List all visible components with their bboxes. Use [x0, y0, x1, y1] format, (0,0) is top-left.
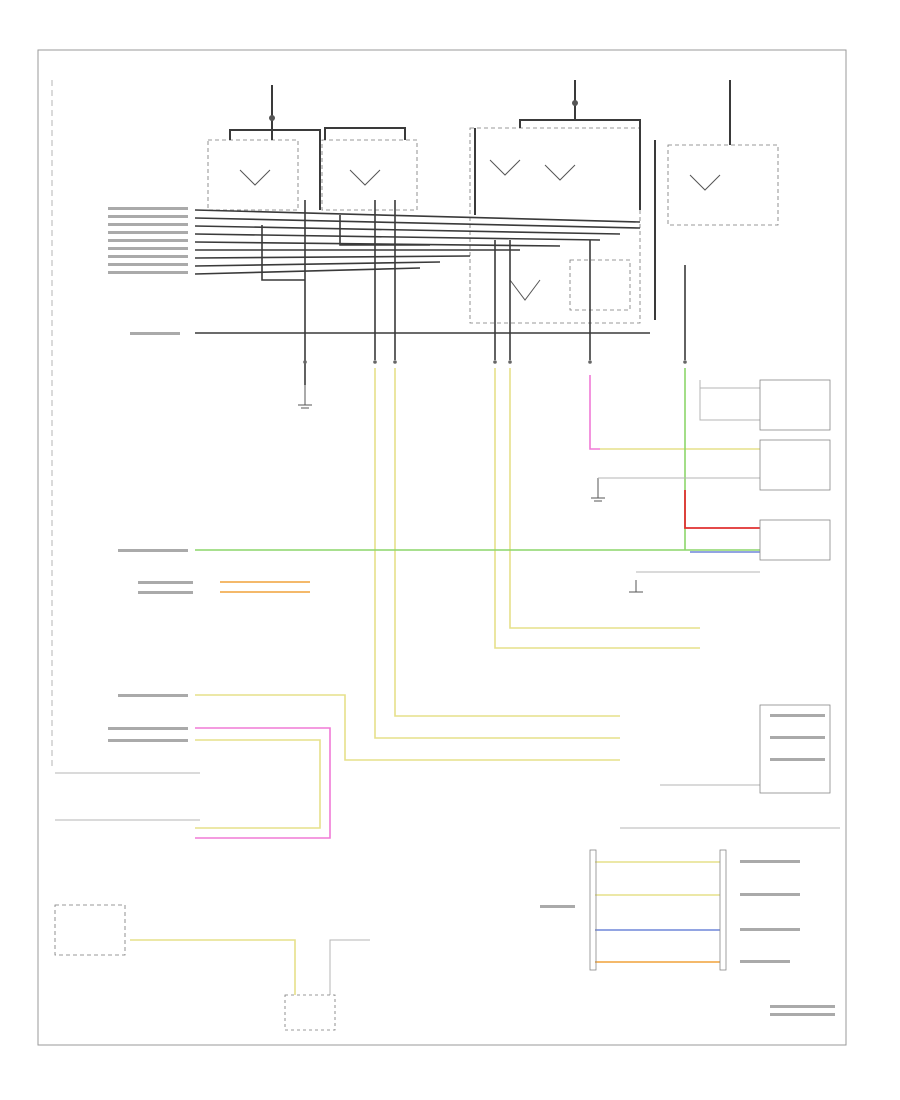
yellow-wires — [130, 368, 760, 995]
vertical-drops — [304, 200, 686, 385]
black-harness-bus — [194, 209, 650, 334]
right-component-boxes — [589, 379, 831, 971]
blue-wires — [595, 551, 760, 931]
relay-block-far-right — [654, 80, 779, 320]
label-ticks — [108, 207, 835, 1016]
orange-wires — [220, 581, 720, 963]
relay-block-center — [321, 127, 418, 211]
gray-wires — [55, 380, 840, 995]
ground-symbols — [298, 385, 643, 593]
relay-block-right — [469, 80, 641, 324]
connector-pins — [303, 360, 687, 364]
diagram-frame — [37, 49, 847, 1046]
relay-block-left — [207, 85, 321, 211]
red-wires — [684, 490, 760, 529]
bottom-left-component — [54, 904, 336, 1031]
pink-wires — [195, 375, 600, 839]
green-wires — [195, 368, 760, 551]
